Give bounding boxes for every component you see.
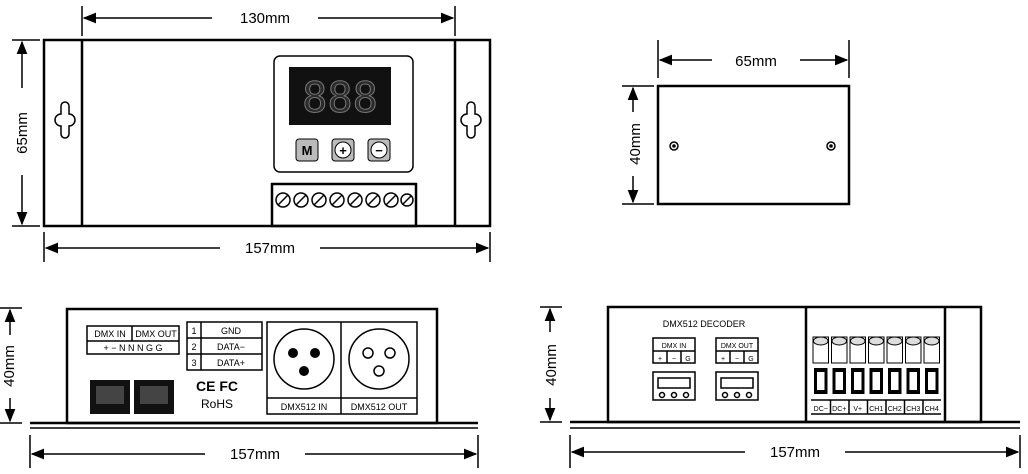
pin-2-name: DATA− [217, 342, 245, 352]
front-pins-row: + − N N N G G [103, 343, 162, 353]
dim-157mm-top: 157mm [245, 240, 295, 257]
out-pin-plus: + [721, 356, 725, 363]
xlr-out-connector[interactable] [348, 328, 410, 390]
dim-65mm-vertical: 65mm [14, 112, 31, 154]
dim-40mm-side: 40mm [627, 123, 644, 165]
led-display [289, 67, 391, 125]
pin-1-num: 1 [191, 326, 196, 336]
dim-157mm-front: 157mm [230, 446, 280, 463]
channel-label-7: CH4 [925, 406, 939, 413]
back-dmx-out: DMX OUT [721, 343, 754, 350]
dim-40mm-back: 40mm [543, 344, 560, 386]
pin-3-name: DATA+ [217, 358, 245, 368]
m-button-label: M [302, 143, 313, 158]
dim-65mm-horizontal: 65mm [735, 53, 777, 70]
front-view: 40mm DMX IN DMX OUT + − N N N G G 1 GND … [0, 307, 479, 468]
channel-label-4: CH1 [869, 406, 883, 413]
dmx-out-plug[interactable] [715, 371, 759, 401]
front-dmx-out: DMX OUT [135, 329, 177, 339]
out-pin-minus: − [735, 356, 739, 363]
pin-table [186, 321, 263, 371]
front-dmx-in: DMX IN [94, 329, 126, 339]
dim-40mm-front: 40mm [1, 345, 18, 387]
ce-fc-mark: CE FC [196, 378, 238, 394]
decoder-title: DMX512 DECODER [663, 319, 746, 329]
channel-label-6: CH3 [906, 406, 920, 413]
back-view: 40mm DMX512 DECODER DMX IN + − G DMX OUT… [540, 305, 1021, 468]
xlr-out-label: DMX512 OUT [351, 402, 408, 412]
pin-2-num: 2 [191, 342, 196, 352]
m-button[interactable] [295, 138, 319, 162]
rohs-mark: RoHS [201, 397, 233, 411]
in-pin-g: G [685, 356, 690, 363]
back-dmx-in: DMX IN [662, 343, 687, 350]
pin-1-name: GND [221, 326, 242, 336]
channel-label-1: DC− [814, 406, 828, 413]
dmx-in-plug[interactable] [652, 371, 696, 401]
channel-label-5: CH2 [888, 406, 902, 413]
xlr-in-label: DMX512 IN [281, 402, 328, 412]
top-view: 130mm 65mm 888 M + − [12, 6, 492, 262]
in-pin-plus: + [658, 356, 662, 363]
minus-button-label: − [375, 143, 383, 158]
dim-130mm: 130mm [240, 10, 290, 27]
pin-3-num: 3 [191, 358, 196, 368]
plus-button-label: + [339, 143, 347, 158]
terminal-block [270, 182, 418, 228]
side-view: 65mm 40mm [622, 40, 851, 206]
display-digits: 888 [302, 73, 378, 122]
dim-157mm-back: 157mm [770, 444, 820, 461]
in-pin-minus: − [672, 356, 676, 363]
channel-terminals [812, 336, 940, 394]
out-pin-g: G [748, 356, 753, 363]
channel-label-2: DC+ [832, 406, 846, 413]
channel-label-3: V+ [853, 406, 862, 413]
xlr-in-connector[interactable] [273, 328, 335, 390]
